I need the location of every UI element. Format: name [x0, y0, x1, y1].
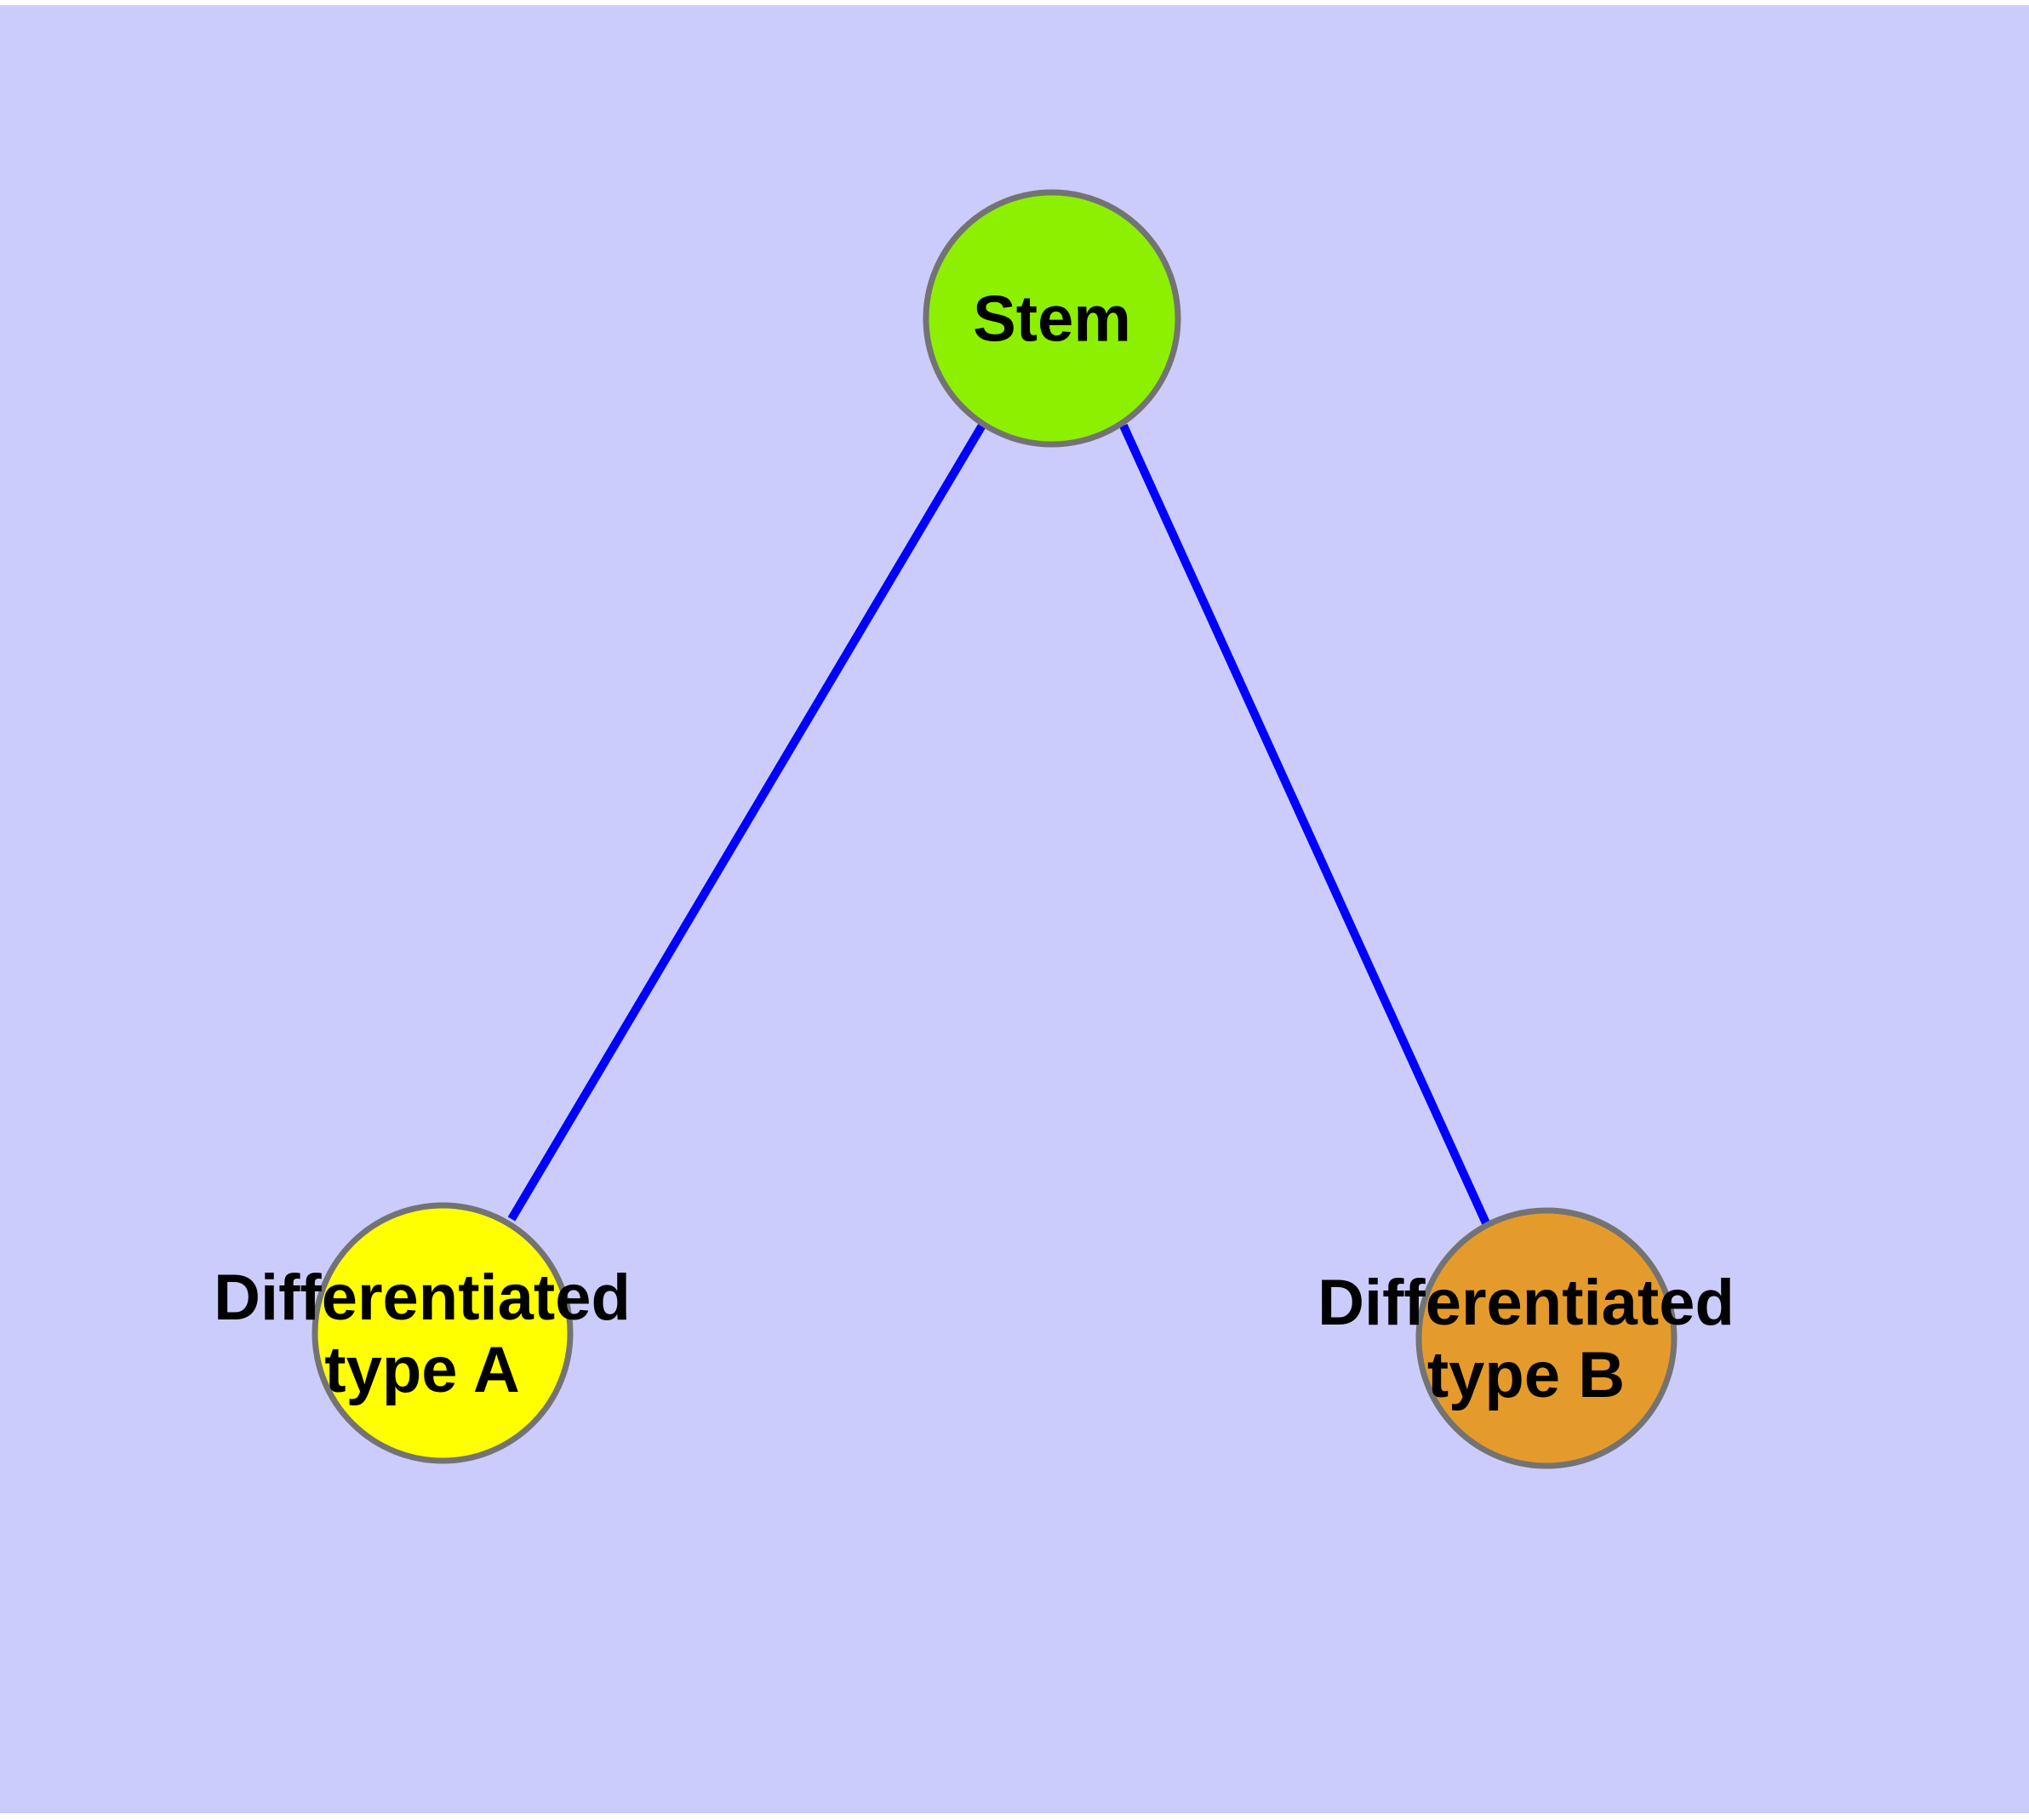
graph-node-label-line: Differentiated: [214, 1262, 631, 1334]
graph-node-label-line: Differentiated: [1317, 1267, 1735, 1339]
graph-node-label-line: type A: [324, 1334, 519, 1406]
nodes-layer: [311, 189, 1677, 1469]
graph-node-diff-a[interactable]: [311, 1202, 574, 1464]
graph-edge-stem-to-diff-b[interactable]: [1119, 423, 1491, 1228]
edges-layer: [507, 421, 1491, 1228]
graph-node-diff-b[interactable]: [1415, 1207, 1677, 1469]
graph-node-label-line: Stem: [973, 283, 1131, 356]
graph-edge-stem-to-diff-a[interactable]: [507, 421, 987, 1222]
graph-node-label-line: type B: [1427, 1339, 1625, 1411]
graph-node-label-stem: Stem: [973, 283, 1131, 356]
graph-node-stem[interactable]: [923, 189, 1181, 448]
